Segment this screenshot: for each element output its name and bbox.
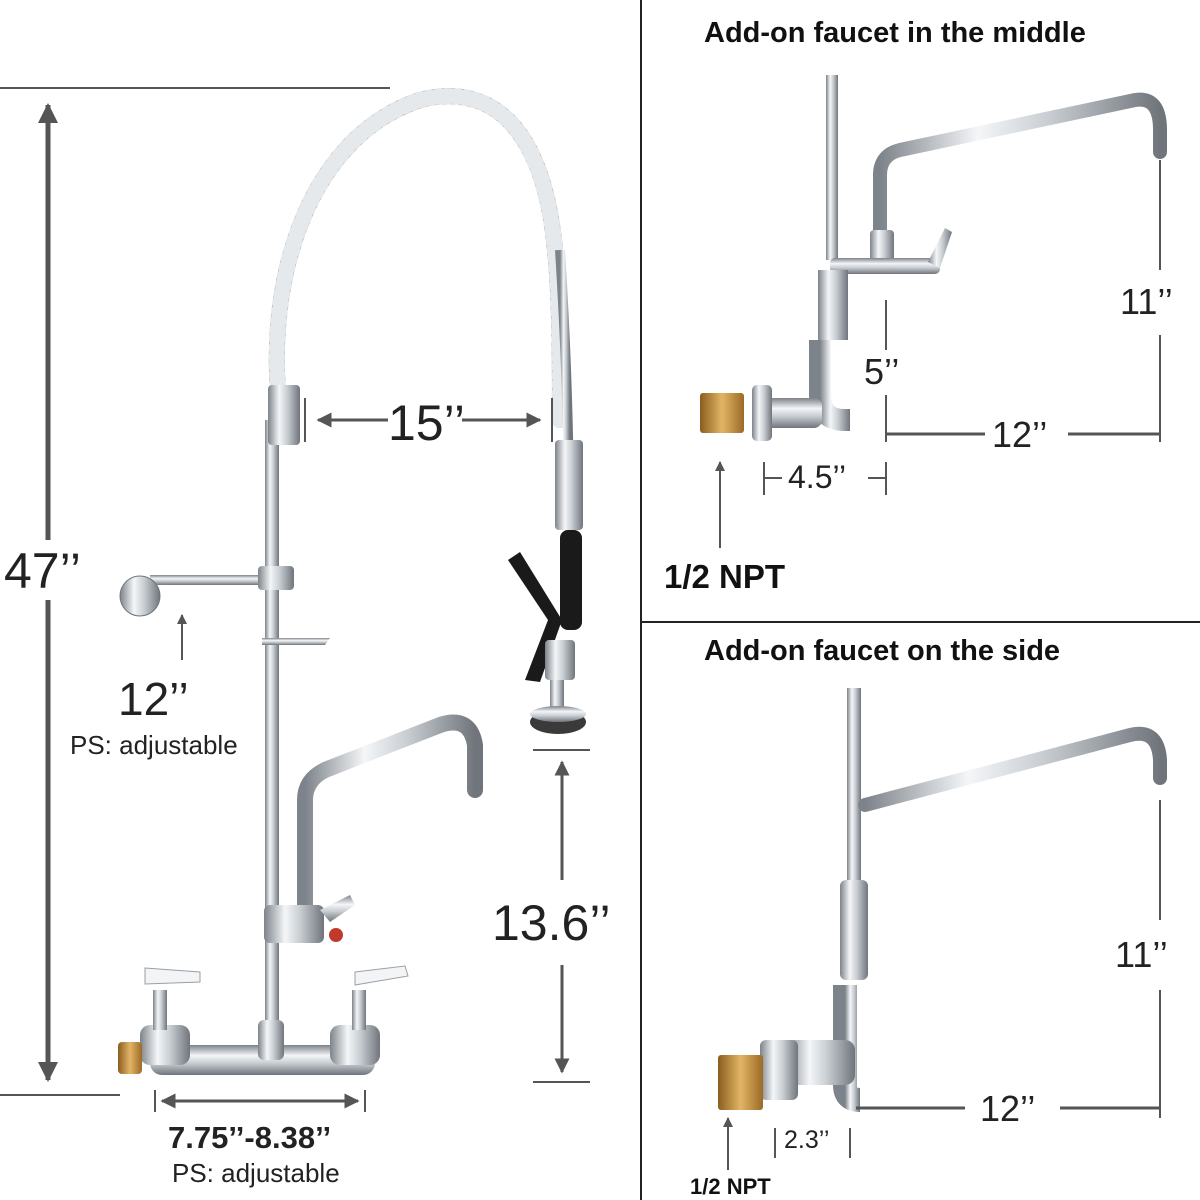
side-dimensions: [723, 800, 1161, 1170]
side-addon-illustration: [718, 688, 1167, 1112]
main-faucet-illustration: [118, 88, 586, 1075]
spring-coil: [268, 88, 568, 438]
width-15-label: 15’’: [388, 395, 465, 451]
right-handle: [354, 965, 409, 986]
wall-bracket-length-label: 12’’: [118, 673, 189, 725]
middle-inlet-offset-label: 4.5’’: [788, 459, 847, 495]
middle-dimensions: [715, 160, 1161, 548]
side-brass-inlet: [718, 1055, 763, 1110]
side-view-title: Add-on faucet on the side: [704, 635, 1061, 667]
middle-riser-height-label: 5’’: [864, 351, 900, 392]
left-handle: [144, 967, 201, 985]
wall-bracket-note: PS: adjustable: [70, 730, 238, 760]
addon-spout: [297, 714, 483, 928]
center-spacing-note: PS: adjustable: [172, 1158, 340, 1188]
overall-height-label: 47’’: [4, 543, 81, 599]
wall-bracket-arm: [150, 575, 280, 585]
middle-brass-inlet: [700, 393, 744, 433]
side-reach-label: 12’’: [980, 1088, 1036, 1129]
sprayer-height-label: 13.6’’: [492, 895, 611, 951]
main-dimensions: [0, 87, 590, 1112]
middle-view-title: Add-on faucet in the middle: [704, 17, 1086, 49]
panel-dividers: [640, 0, 1200, 1200]
middle-inlet-size-label: 1/2 NPT: [664, 558, 786, 595]
faucet-body: [150, 1045, 375, 1075]
middle-addon-illustration: [700, 75, 1167, 441]
wall-bracket-plate: [119, 575, 161, 617]
side-inlet-offset-label: 2.3’’: [784, 1126, 830, 1154]
middle-spout-height-label: 11’’: [1120, 281, 1173, 322]
side-inlet-size-label: 1/2 NPT: [690, 1174, 771, 1199]
middle-reach-label: 12’’: [992, 414, 1048, 455]
center-spacing-label: 7.75’’-8.38’’: [168, 1120, 332, 1155]
sprayer-grip: [560, 530, 582, 630]
side-spout-height-label: 11’’: [1115, 934, 1168, 975]
hot-indicator: [329, 928, 343, 942]
